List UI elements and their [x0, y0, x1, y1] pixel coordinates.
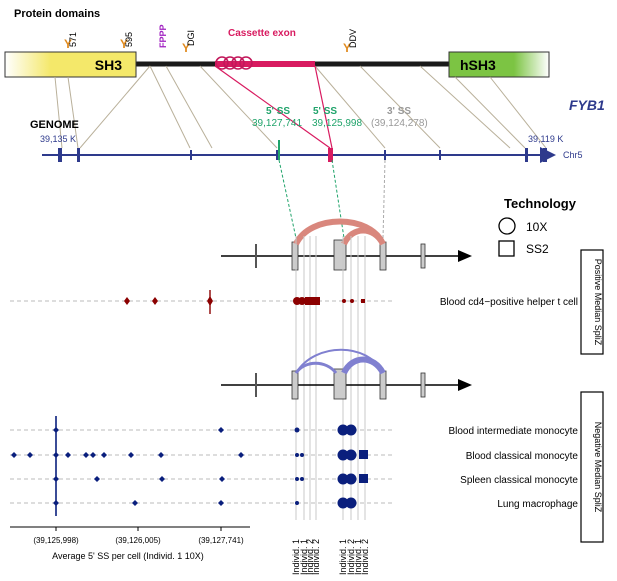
individ-label-7: Individ. 1	[353, 539, 363, 575]
sample-guide-lines	[295, 236, 366, 520]
negative-cell-label-2: Blood classical monocyte	[466, 451, 579, 462]
genome-left-coord: 39,135 K	[40, 134, 76, 144]
ss-dashed-connectors	[278, 159, 386, 239]
positive-cell-label: Blood cd4−positive helper t cell	[440, 297, 578, 308]
positive-row-marks	[124, 290, 365, 314]
positive-side-box	[580, 249, 604, 355]
legend-10x-icon	[498, 217, 516, 235]
legend-ss2-icon	[498, 240, 515, 257]
negative-row-marks	[11, 424, 368, 509]
genome-right-coord: 39,119 K	[528, 134, 563, 144]
x-tick-label-2: (39,126,005)	[115, 536, 161, 545]
genome-cassette-exon	[328, 148, 333, 162]
legend-ss2-label: SS2	[526, 242, 549, 256]
negative-cell-label-4: Lung macrophage	[497, 499, 578, 510]
negative-cell-label-1: Blood intermediate monocyte	[448, 426, 578, 437]
negative-side-box	[580, 391, 604, 543]
ss3-coord: (39,124,278)	[371, 118, 428, 129]
negative-side-label: Negative Median SpliZ	[593, 422, 603, 513]
individ-labels: Individ. 1 Individ. 1 Individ. 2 Individ…	[291, 539, 370, 575]
y571-glyph: Y	[64, 37, 72, 51]
individ-label-3: Individ. 2	[305, 539, 315, 575]
ddv-label: DDV	[348, 29, 358, 48]
protein-domains-title: Protein domains	[14, 8, 100, 20]
ss3-label: 3' SS	[387, 106, 411, 117]
hsh3-label: hSH3	[460, 57, 496, 73]
y571-label: 571	[68, 32, 78, 47]
individ-label-2: Individ. 1	[299, 539, 309, 575]
helix-icon	[215, 56, 253, 70]
sh3-label: SH3	[95, 57, 122, 73]
y595-glyph: Y	[120, 37, 128, 51]
legend-10x-label: 10X	[526, 220, 547, 234]
x-axis-ticks	[55, 527, 222, 531]
individ-label-6: Individ. 2	[346, 539, 356, 575]
dgi-label: DGI	[186, 30, 196, 46]
ss5-b-coord: 39,125,998	[312, 118, 362, 129]
cassette-mapping-lines	[214, 65, 333, 149]
x-tick-label-3: (39,127,741)	[198, 536, 244, 545]
cassette-exon-label: Cassette exon	[228, 28, 296, 39]
individ-label-1: Individ. 1	[291, 539, 301, 575]
positive-side-label: Positive Median SpliZ	[593, 259, 603, 346]
positive-junction-arcs	[293, 218, 386, 246]
negative-transcript	[221, 368, 472, 400]
genome-title: GENOME	[30, 119, 79, 131]
x-axis-title: Average 5' SS per cell (Individ. 1 10X)	[52, 551, 204, 561]
ss5-b-label: 5' SS	[313, 106, 337, 117]
ddv-glyph: Y	[343, 41, 351, 55]
domain-mapping-lines	[54, 65, 547, 149]
individ-label-4: Individ. 2	[311, 539, 321, 575]
ss5-a-coord: 39,127,741	[252, 118, 302, 129]
ss5-a-label: 5' SS	[266, 106, 290, 117]
y595-label: 595	[124, 32, 134, 47]
genome-exon-ticks	[58, 148, 547, 162]
x-tick-label-1: (39,125,998)	[33, 536, 79, 545]
dgi-glyph: Y	[182, 41, 190, 55]
individ-label-5: Individ. 1	[338, 539, 348, 575]
fppp-label: FPPP	[158, 24, 168, 48]
negative-row-dashlines	[10, 429, 395, 504]
negative-junction-arcs	[294, 348, 386, 375]
hsh3-domain	[448, 51, 550, 78]
individ-label-8: Individ. 2	[360, 539, 370, 575]
negative-cell-label-3: Spleen classical monocyte	[460, 475, 578, 486]
chromosome-label: Chr5	[563, 150, 583, 160]
sh3-domain	[4, 51, 137, 78]
gene-name: FYB1	[569, 97, 605, 113]
legend-title: Technology	[504, 196, 577, 211]
